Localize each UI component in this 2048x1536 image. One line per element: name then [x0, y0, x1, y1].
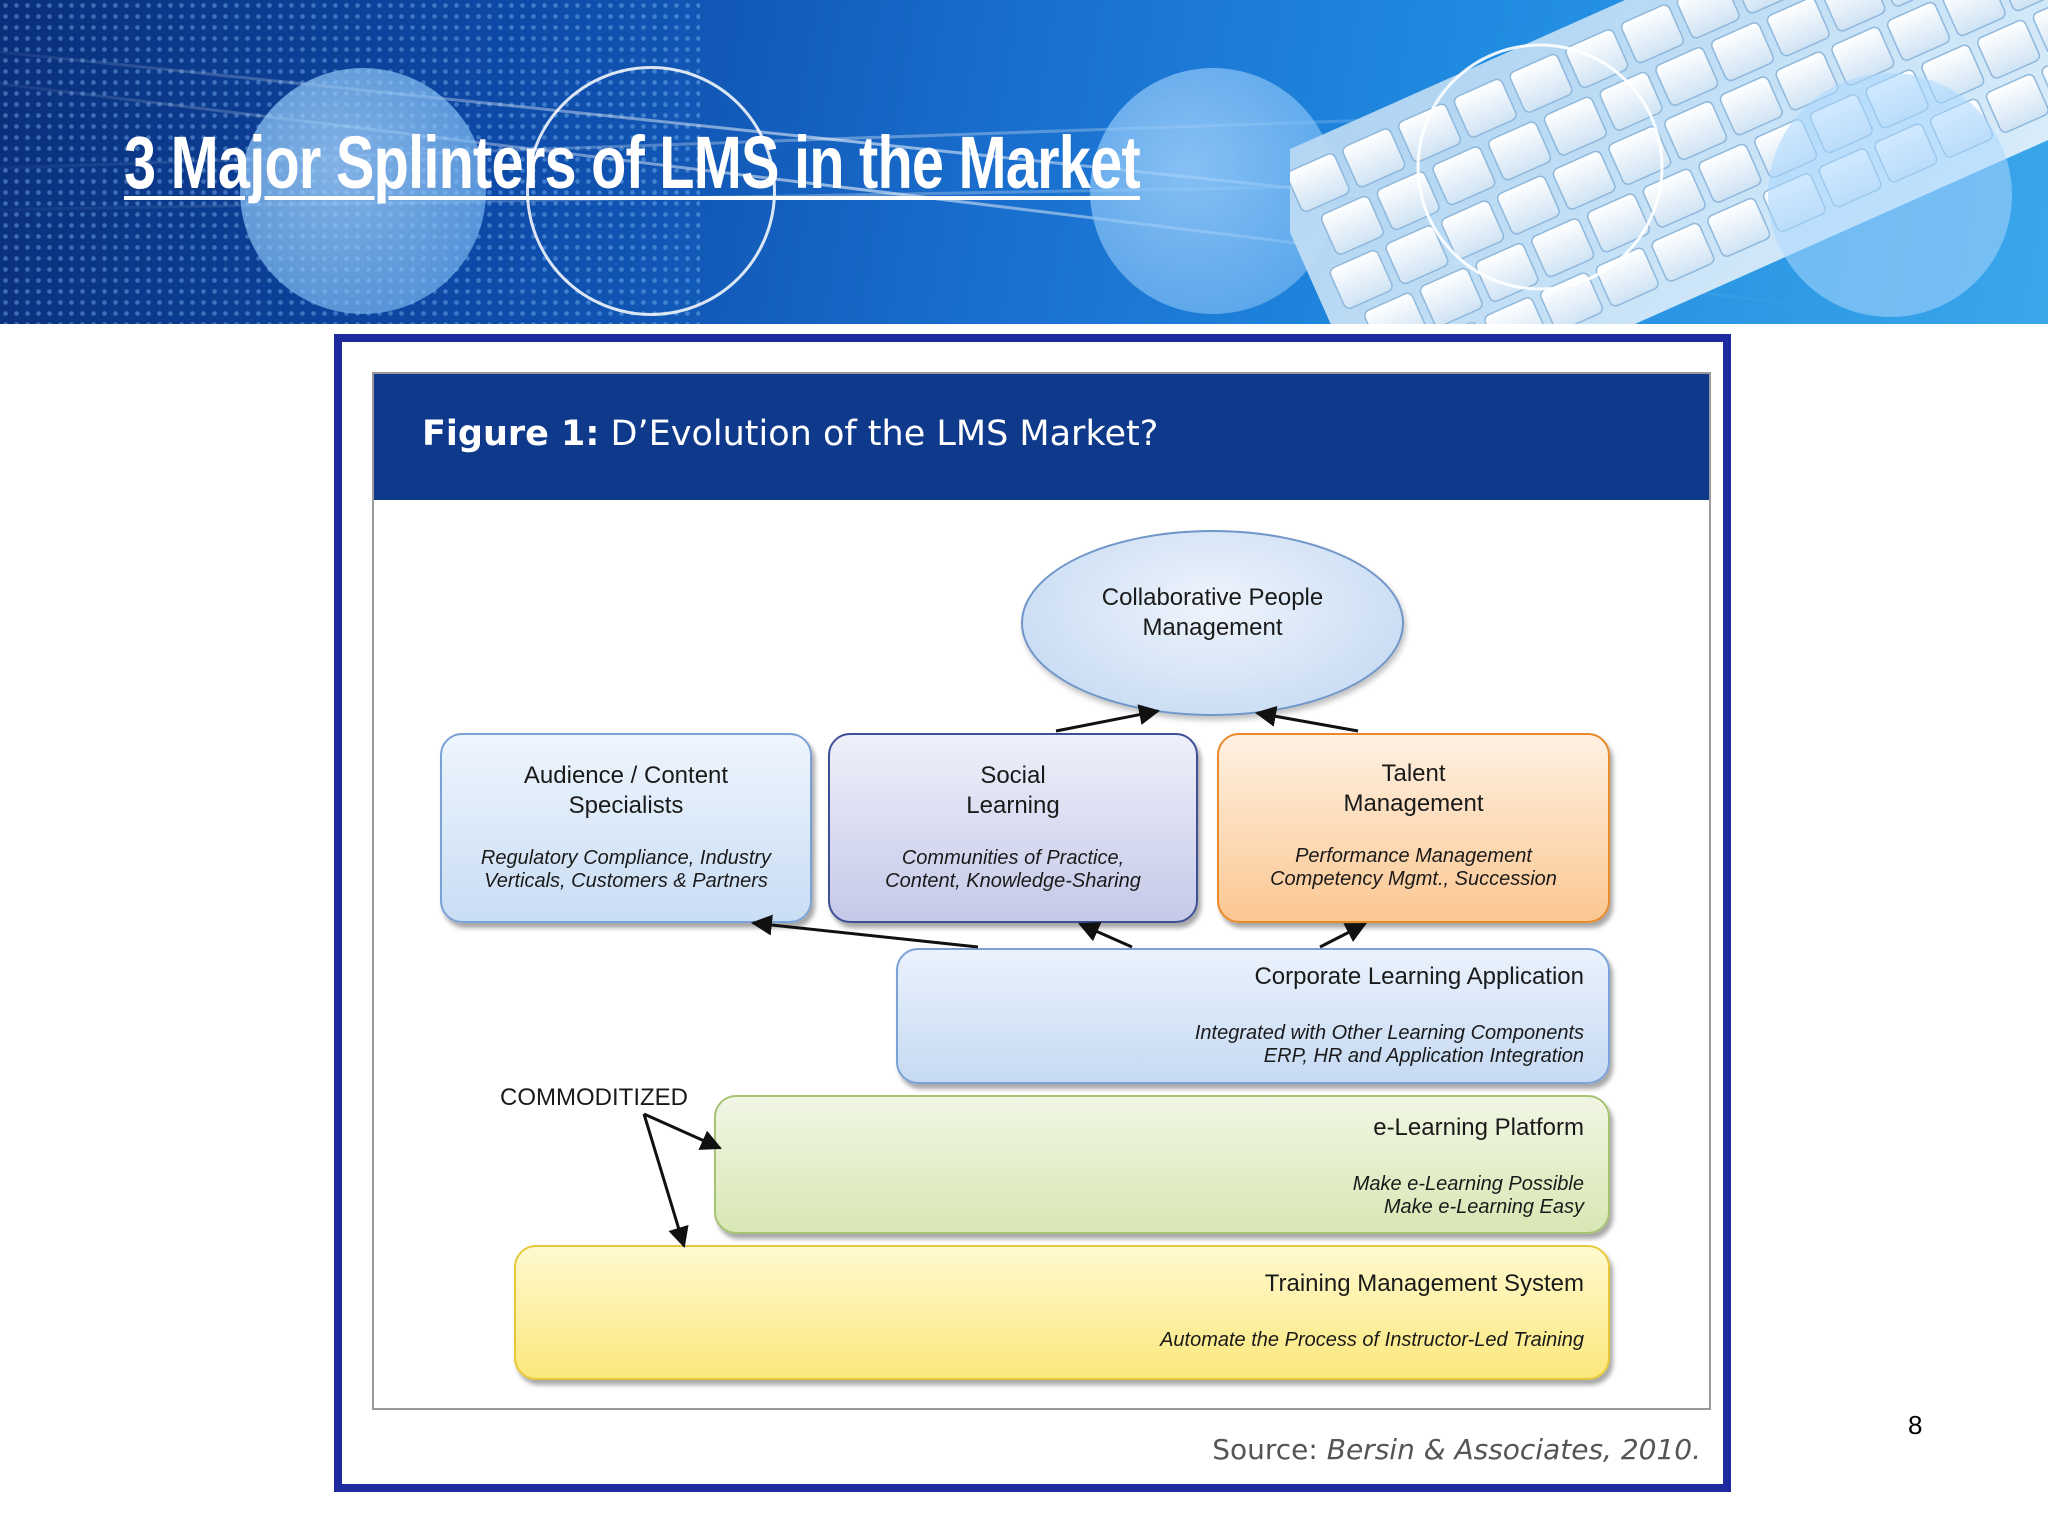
keyboard-key	[1376, 171, 1440, 231]
slide-title: 3 Major Splinters of LMS in the Market	[124, 121, 1141, 204]
figure-source: Source: Bersin & Associates, 2010.	[1212, 1433, 1701, 1466]
keyboard-key	[1586, 193, 1650, 253]
keyboard-key	[1364, 292, 1428, 324]
keyboard-image	[1290, 0, 2048, 324]
node-title: Talent	[1381, 760, 1446, 787]
node-talent-management: Talent Management Performance Management…	[1217, 733, 1610, 923]
keyboard-key	[1620, 4, 1684, 64]
figure-title-bold: Figure 1:	[422, 414, 600, 454]
node-subtitle: Performance Management	[1295, 845, 1532, 867]
keyboard-key	[1290, 153, 1350, 213]
node-title: Audience / Content	[523, 762, 729, 789]
node-title: Social	[980, 762, 1046, 789]
node-title: Training Management System	[1264, 1270, 1584, 1297]
decorative-circle	[240, 68, 486, 314]
keyboard-key	[1329, 249, 1393, 309]
node-training-management-system: Training Management System Automate the …	[514, 1245, 1610, 1380]
keyboard-key	[1432, 146, 1496, 206]
figure-title-text: D’Evolution of the LMS Market?	[599, 414, 1159, 454]
node-title: e-Learning Platform	[1373, 1114, 1584, 1141]
figure-header: Figure 1: D’Evolution of the LMS Market?	[374, 374, 1709, 500]
node-title: Specialists	[568, 792, 684, 819]
keyboard-key	[1453, 78, 1517, 138]
keyboard-key	[2032, 0, 2048, 54]
keyboard-key	[1509, 53, 1573, 113]
node-subtitle: Make e-Learning Easy	[1383, 1196, 1584, 1218]
keyboard-key	[1977, 19, 2041, 79]
keyboard-key	[1664, 101, 1728, 161]
keyboard-key	[1488, 121, 1552, 181]
keyboard-key	[1998, 0, 2048, 12]
keyboard-key	[1642, 168, 1706, 228]
node-subtitle: Regulatory Compliance, Industry	[480, 847, 772, 869]
keyboard-key	[1886, 1, 1951, 61]
node-title: Learning	[966, 792, 1060, 819]
keyboard-key	[1719, 76, 1783, 136]
keyboard-key	[1651, 222, 1715, 282]
node-subtitle: Communities of Practice,	[901, 847, 1125, 869]
node-subtitle: Content, Knowledge-Sharing	[885, 870, 1141, 892]
keyboard-key	[1419, 267, 1483, 324]
keyboard-key	[1942, 0, 2006, 37]
node-subtitle: Make e-Learning Possible	[1352, 1173, 1584, 1195]
keyboard-key	[1608, 125, 1672, 185]
node-collaborative-people-management: Collaborative People Management	[1021, 530, 1404, 716]
keyboard-key	[1385, 225, 1449, 285]
node-subtitle: ERP, HR and Application Integration	[1263, 1045, 1584, 1067]
header-banner: 3 Major Splinters of LMS in the Market	[0, 0, 2048, 324]
keyboard-key	[1707, 197, 1771, 257]
node-social-learning: Social Learning Communities of Practice,…	[828, 733, 1198, 923]
node-corporate-learning-application: Corporate Learning Application Integrate…	[896, 948, 1610, 1084]
node-label: Collaborative People	[1101, 584, 1324, 611]
node-label: Management	[1142, 614, 1283, 641]
keyboard-key	[1599, 71, 1663, 131]
node-title: Corporate Learning Application	[1254, 963, 1584, 990]
node-audience-content-specialists: Audience / Content Specialists Regulator…	[440, 733, 812, 923]
node-subtitle: Integrated with Other Learning Component…	[1194, 1022, 1584, 1044]
keyboard-key	[1822, 0, 1886, 32]
keyboard-key	[1342, 128, 1406, 188]
keyboard-key	[1655, 46, 1719, 106]
keyboard-key	[1543, 96, 1607, 156]
keyboard-key	[1985, 73, 2048, 133]
node-subtitle: Verticals, Customers & Partners	[484, 870, 768, 892]
keyboard-key	[1320, 195, 1384, 255]
keyboard-key	[1441, 200, 1505, 260]
node-title: Management	[1343, 790, 1484, 817]
keyboard-key	[1710, 22, 1775, 82]
node-e-learning-platform: e-Learning Platform Make e-Learning Poss…	[714, 1095, 1610, 1234]
keyboard-key	[1484, 297, 1548, 324]
keyboard-key	[1531, 218, 1595, 278]
keyboard-key	[1595, 247, 1659, 307]
keyboard-key	[1698, 143, 1762, 203]
keyboard-key	[1398, 103, 1462, 163]
keyboard-key	[1496, 175, 1560, 235]
decorative-ring	[526, 66, 776, 316]
page-number: 8	[1908, 1410, 1923, 1440]
node-subtitle: Competency Mgmt., Succession	[1270, 868, 1557, 890]
figure-title: Figure 1: D’Evolution of the LMS Market?	[422, 414, 1158, 454]
keyboard-key	[1766, 0, 1830, 57]
commoditized-label: COMMODITIZED	[500, 1084, 688, 1111]
keyboard-key	[1732, 0, 1796, 14]
source-label: Source:	[1212, 1433, 1327, 1466]
keyboard-key	[1552, 150, 1616, 210]
keyboard-key	[1676, 0, 1740, 39]
source-citation: Bersin & Associates, 2010.	[1326, 1433, 1701, 1466]
node-subtitle: Automate the Process of Instructor-Led T…	[1160, 1329, 1584, 1351]
